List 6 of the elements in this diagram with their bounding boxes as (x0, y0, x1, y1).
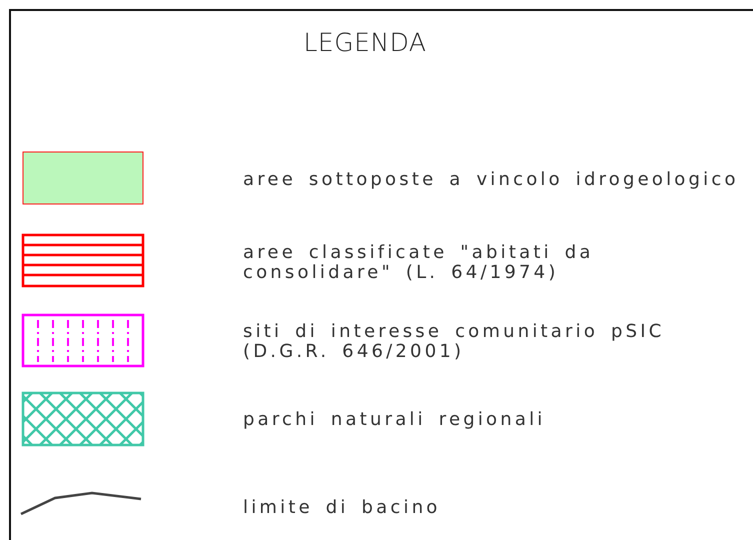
legend-label: parchi naturali regionali (243, 410, 547, 430)
legend-title: LEGENDA (302, 28, 428, 57)
legend-label: siti di interesse comunitario pSIC (D.G.R. 646/2001) (243, 322, 666, 362)
legend-label: aree sottoposte a vincolo idrogeologico (243, 170, 740, 190)
legend-label: aree classificate "abitati da consolidare" (L. 64/1974) (243, 243, 595, 283)
legend-label: limite di bacino (243, 498, 442, 518)
